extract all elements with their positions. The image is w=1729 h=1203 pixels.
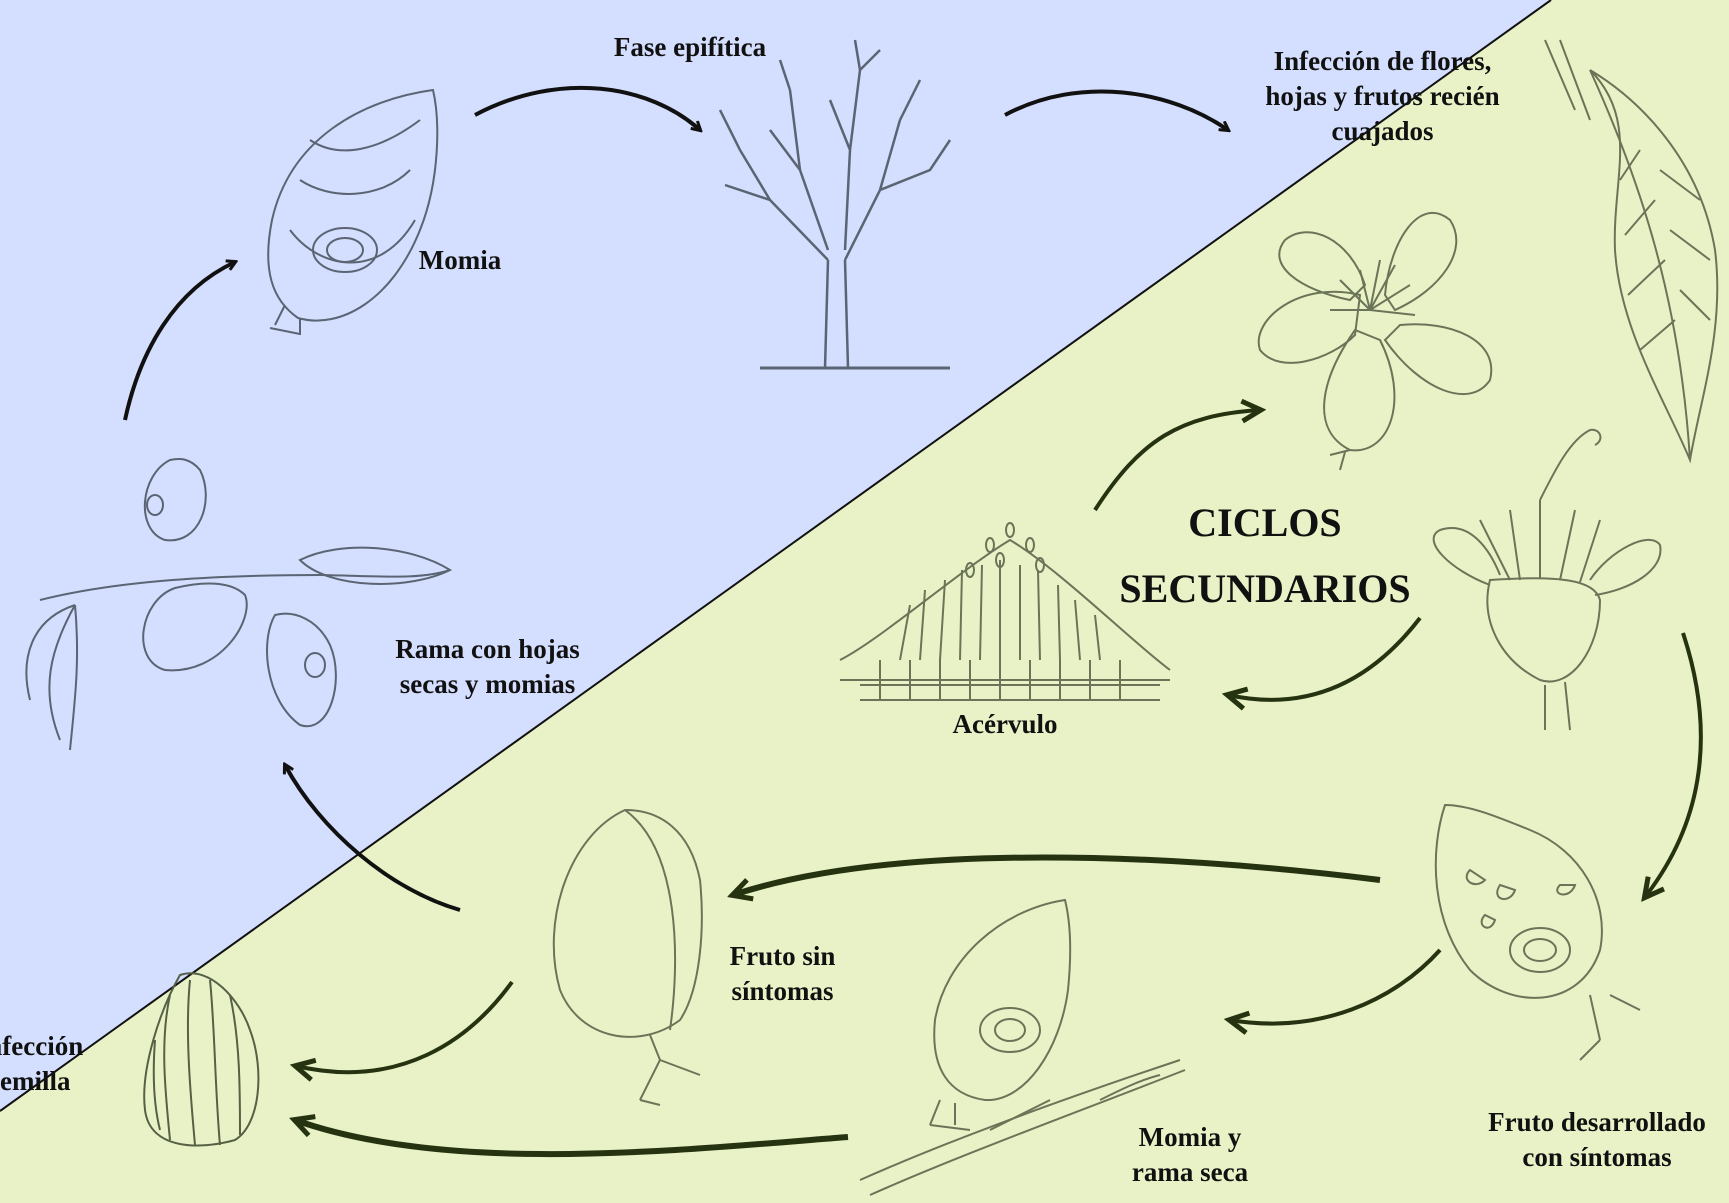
label-infeccion-semilla: Infección semilla — [0, 1029, 120, 1099]
label-fase-epifitica: Fase epifítica — [560, 30, 820, 65]
label-fruto-desarrollado: Fruto desarrollado con síntomas — [1465, 1105, 1729, 1175]
label-rama-hojas: Rama con hojas secas y momias — [355, 632, 620, 702]
label-ciclos-secundarios: CICLOS SECUNDARIOS — [1085, 490, 1445, 622]
label-fruto-sin-sintomas: Fruto sin síntomas — [690, 939, 875, 1009]
label-infeccion-flores: Infección de flores, hojas y frutos reci… — [1210, 44, 1555, 149]
label-acervulo: Acérvulo — [920, 707, 1090, 742]
label-momia: Momia — [390, 243, 530, 278]
label-momia-rama-seca: Momia y rama seca — [1090, 1120, 1290, 1190]
